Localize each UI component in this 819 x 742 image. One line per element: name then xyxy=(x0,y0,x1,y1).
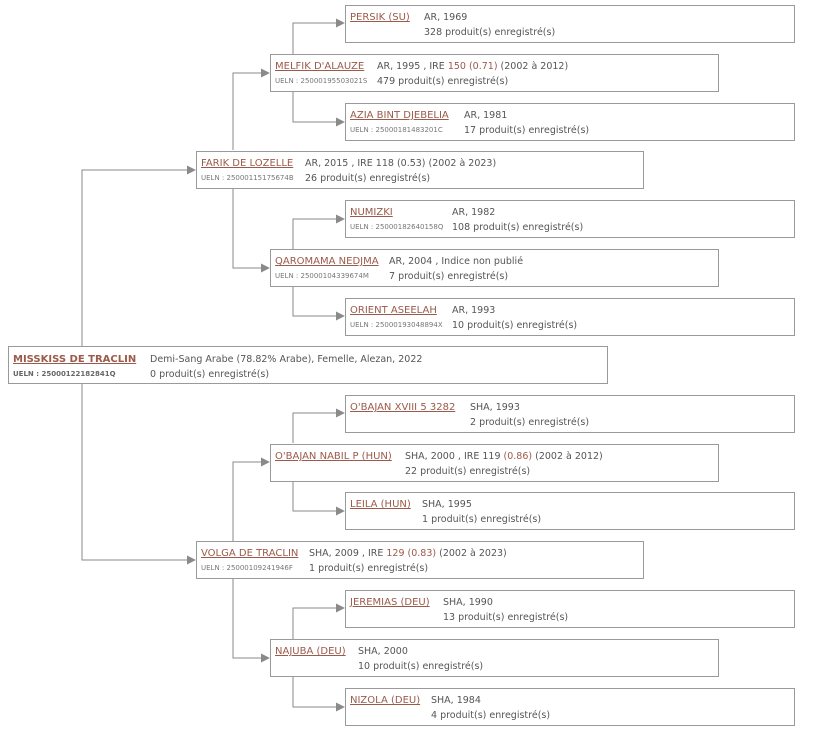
horse-ueln: UELN : 25000122182841Q xyxy=(13,370,116,378)
horse-card-leila: LEILA (HUN) SHA, 1995 1 produit(s) enreg… xyxy=(345,492,795,530)
horse-card-obajan-nabil-p: O'BAJAN NABIL P (HUN) SHA, 2000 , IRE 11… xyxy=(270,444,719,482)
horse-info: SHA, 1993 xyxy=(470,402,520,413)
horse-info: AR, 2015 , IRE 118 (0.53) (2002 à 2023) xyxy=(305,158,497,169)
horse-info: Demi-Sang Arabe (78.82% Arabe), Femelle,… xyxy=(150,354,423,365)
horse-produits: 328 produit(s) enregistré(s) xyxy=(424,27,556,38)
horse-name-link[interactable]: NAJUBA (DEU) xyxy=(275,646,346,657)
horse-info: AR, 2004 , Indice non publié xyxy=(389,256,524,267)
horse-info: SHA, 2000 , IRE 119 (0.86) (2002 à 2012) xyxy=(405,451,603,462)
horse-produits: 17 produit(s) enregistré(s) xyxy=(464,125,590,136)
horse-name-link[interactable]: VOLGA DE TRACLIN xyxy=(201,548,299,559)
horse-info: SHA, 1984 xyxy=(431,695,481,706)
connector-ds-sire xyxy=(292,408,345,443)
horse-produits: 22 produit(s) enregistré(s) xyxy=(405,466,531,477)
connector-dd-sire xyxy=(292,603,345,639)
horse-card-obajan-xviii: O'BAJAN XVIII 5 3282 SHA, 1993 2 produit… xyxy=(345,395,795,433)
horse-ueln: UELN : 25000195503021S xyxy=(275,77,368,85)
horse-name-link[interactable]: ORIENT ASEELAH xyxy=(350,305,437,316)
ire-value: (0.86) xyxy=(503,451,533,462)
horse-card-orient-aseelah: ORIENT ASEELAH UELN : 25000193048894X AR… xyxy=(345,298,795,336)
horse-name-link[interactable]: MELFIK D'ALAUZE xyxy=(275,61,365,72)
connector-root-sire xyxy=(81,165,196,346)
horse-produits: 479 produit(s) enregistré(s) xyxy=(377,76,509,87)
horse-info-period: (2002 à 2012) xyxy=(497,61,569,72)
horse-produits: 108 produit(s) enregistré(s) xyxy=(452,222,584,233)
horse-ueln: UELN : 25000181483201C xyxy=(350,126,443,134)
horse-info-main: SHA, 2009 , IRE xyxy=(309,548,387,559)
ire-value: 150 (0.71) xyxy=(447,61,498,72)
horse-info: SHA, 2009 , IRE 129 (0.83) (2002 à 2023) xyxy=(309,548,507,559)
connector-ss-sire xyxy=(292,18,345,54)
horse-card-melfik-dalauze: MELFIK D'ALAUZE UELN : 25000195503021S A… xyxy=(270,54,719,92)
horse-name-link[interactable]: PERSIK (SU) xyxy=(350,12,410,23)
connector-dd-dam xyxy=(292,676,345,712)
horse-produits: 10 produit(s) enregistré(s) xyxy=(452,320,578,331)
connector-dam-sire xyxy=(232,457,270,541)
horse-produits: 26 produit(s) enregistré(s) xyxy=(305,173,431,184)
connector-sd-dam xyxy=(292,286,345,321)
horse-produits: 0 produit(s) enregistré(s) xyxy=(150,369,270,380)
horse-card-qaromama-nedjma: QAROMAMA NEDJMA UELN : 25000104339674M A… xyxy=(270,249,719,287)
horse-ueln: UELN : 25000104339674M xyxy=(275,272,369,280)
horse-name-link[interactable]: LEILA (HUN) xyxy=(350,499,411,510)
horse-name-link[interactable]: NUMIZKI xyxy=(350,207,393,218)
horse-produits: 1 produit(s) enregistré(s) xyxy=(422,514,542,525)
horse-ueln: UELN : 25000109241946F xyxy=(201,564,293,572)
horse-info: AR, 1993 xyxy=(452,305,496,316)
horse-info: AR, 1995 , IRE 150 (0.71) (2002 à 2012) xyxy=(377,61,568,72)
horse-info: SHA, 2000 xyxy=(358,646,408,657)
horse-info: AR, 1969 xyxy=(424,12,468,23)
connector-root-dam xyxy=(81,383,196,565)
horse-name-link[interactable]: O'BAJAN XVIII 5 3282 xyxy=(350,402,456,413)
connector-sd-sire xyxy=(292,214,345,249)
horse-card-jeremias: JEREMIAS (DEU) SHA, 1990 13 produit(s) e… xyxy=(345,590,795,628)
horse-name-link[interactable]: NIZOLA (DEU) xyxy=(350,695,421,706)
horse-info-period: (2002 à 2023) xyxy=(436,548,507,559)
horse-card-azia-bint-djebelia: AZIA BINT DJEBELIA UELN : 25000181483201… xyxy=(345,103,795,141)
horse-ueln: UELN : 25000193048894X xyxy=(350,321,443,329)
horse-card-misskiss-de-traclin: MISSKISS DE TRACLIN UELN : 2500012218284… xyxy=(8,346,608,384)
connector-ds-dam xyxy=(292,481,345,516)
horse-info-main: SHA, 2000 , IRE 119 xyxy=(405,451,504,462)
horse-info: SHA, 1990 xyxy=(443,597,493,608)
horse-name-link[interactable]: MISSKISS DE TRACLIN xyxy=(13,354,137,365)
horse-produits: 7 produit(s) enregistré(s) xyxy=(389,271,509,282)
horse-info-period: (2002 à 2012) xyxy=(532,451,603,462)
horse-name-link[interactable]: O'BAJAN NABIL P (HUN) xyxy=(275,451,392,462)
horse-info: AR, 1982 xyxy=(452,207,496,218)
horse-card-najuba: NAJUBA (DEU) SHA, 2000 10 produit(s) enr… xyxy=(270,639,719,677)
horse-card-volga-de-traclin: VOLGA DE TRACLIN UELN : 25000109241946F … xyxy=(196,541,644,579)
horse-produits: 2 produit(s) enregistré(s) xyxy=(470,417,590,428)
horse-info-main: AR, 1995 , IRE xyxy=(377,61,448,72)
horse-produits: 10 produit(s) enregistré(s) xyxy=(358,661,484,672)
horse-info: SHA, 1995 xyxy=(422,499,472,510)
horse-produits: 4 produit(s) enregistré(s) xyxy=(431,710,551,721)
horse-produits: 13 produit(s) enregistré(s) xyxy=(443,612,569,623)
horse-name-link[interactable]: JEREMIAS (DEU) xyxy=(350,597,430,608)
horse-card-numizki: NUMIZKI UELN : 25000182640158Q AR, 1982 … xyxy=(345,200,795,238)
ire-value: 129 (0.83) xyxy=(386,548,437,559)
connector-sire-dam xyxy=(232,188,270,273)
connector-dam-dam xyxy=(232,579,270,663)
connector-sire-sire xyxy=(232,68,270,150)
horse-card-farik-de-lozelle: FARIK DE LOZELLE UELN : 25000115175674B … xyxy=(196,151,644,189)
horse-name-link[interactable]: AZIA BINT DJEBELIA xyxy=(350,110,449,121)
horse-name-link[interactable]: FARIK DE LOZELLE xyxy=(201,158,294,169)
horse-ueln: UELN : 25000182640158Q xyxy=(350,223,444,231)
horse-info: AR, 1981 xyxy=(464,110,508,121)
horse-name-link[interactable]: QAROMAMA NEDJMA xyxy=(275,256,379,267)
horse-card-persik: PERSIK (SU) AR, 1969 328 produit(s) enre… xyxy=(345,5,795,43)
horse-ueln: UELN : 25000115175674B xyxy=(201,174,294,182)
horse-produits: 1 produit(s) enregistré(s) xyxy=(309,563,429,574)
connector-ss-dam xyxy=(292,91,345,127)
horse-card-nizola: NIZOLA (DEU) SHA, 1984 4 produit(s) enre… xyxy=(345,688,795,726)
